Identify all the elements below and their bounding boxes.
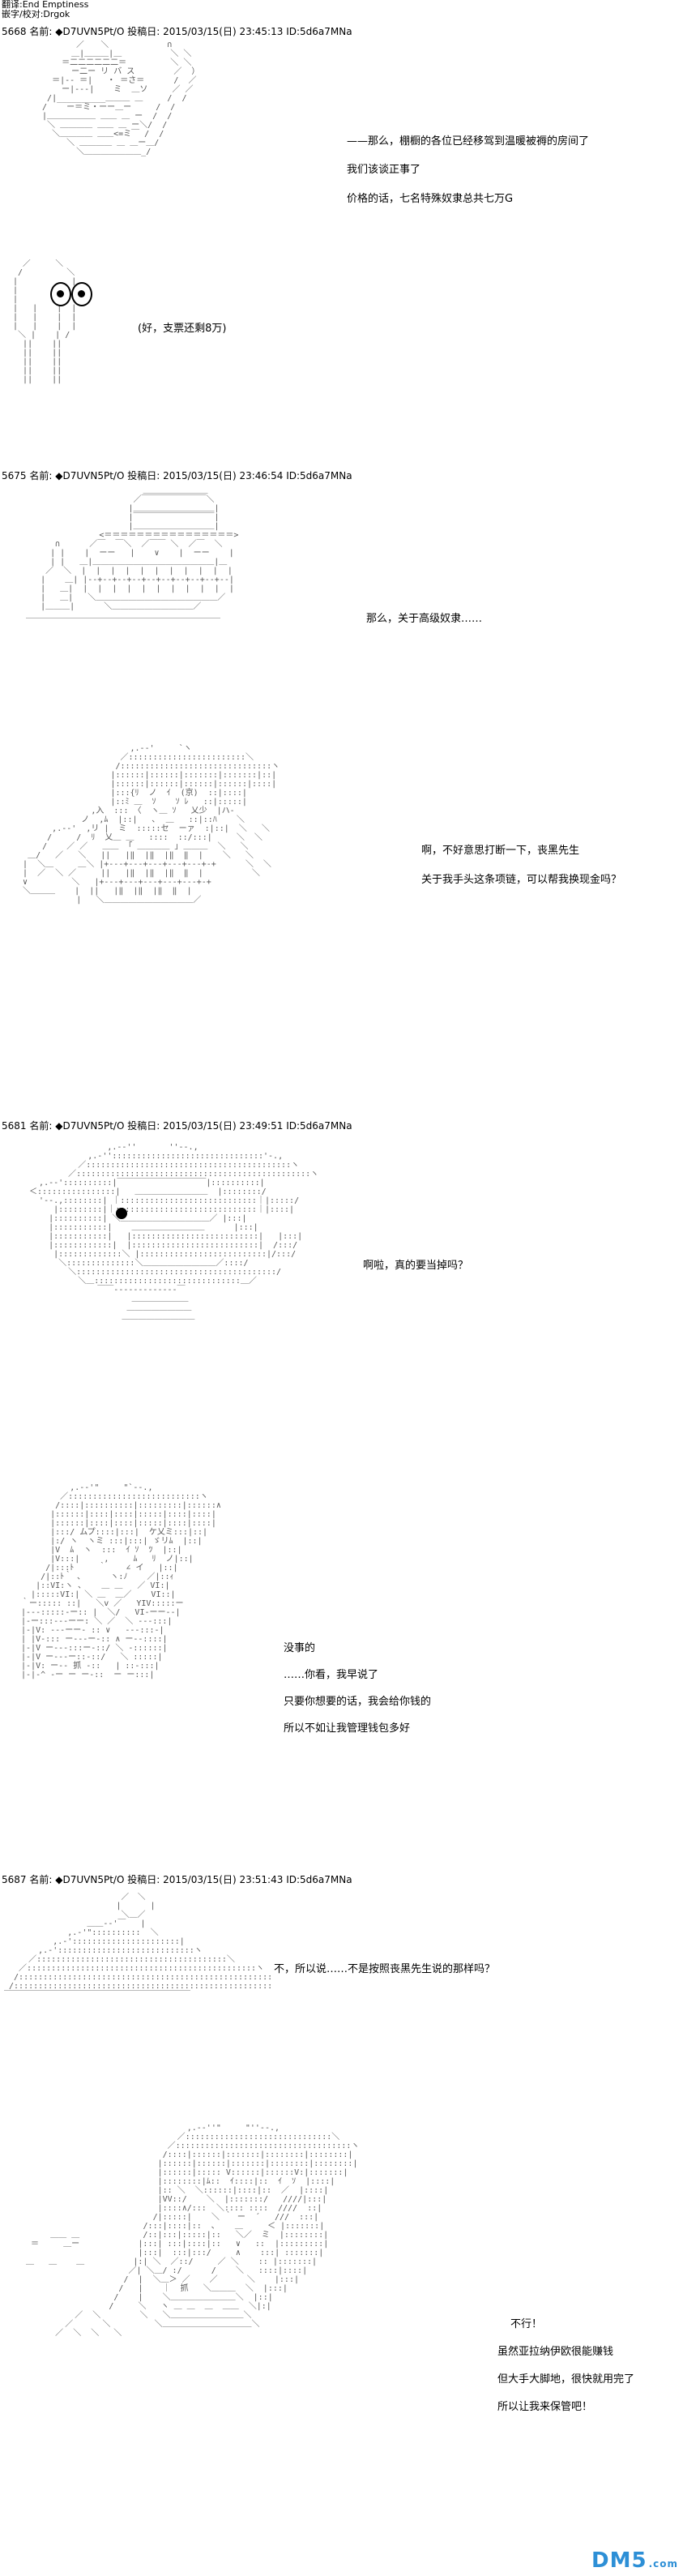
post-author: D7UVN5Pt/O — [55, 1874, 124, 1885]
dialogue-line: (好，支票还剩8万) — [138, 323, 227, 335]
watermark-brand: DM5 — [591, 2548, 647, 2573]
credits: 翻译:End Emptiness 嵌字/校对:Drgok — [2, 0, 88, 19]
watermark-tld: .com — [648, 2558, 678, 2570]
dialogue-line: 但大手大脚地，很快就用完了 — [497, 2373, 635, 2386]
posted-label: 投稿日: — [127, 1874, 160, 1885]
posted-label: 投稿日: — [127, 470, 160, 481]
ascii-art-hat-surprised: ,.-‐''￣￣￣￣''‐-., ,.-''::::::::::::::::::… — [29, 1143, 319, 1321]
post-author: D7UVN5Pt/O — [55, 26, 124, 37]
dialogue-line: 虽然亚拉纳伊欧很能赚钱 — [497, 2346, 614, 2358]
name-label: 名前: — [29, 470, 53, 481]
dialogue-line: ——那么，棚橱的各位已经移驾到温暖被褥的房间了 — [347, 135, 590, 148]
dialogue-line: 我们该谈正事了 — [347, 164, 421, 176]
dialogue-line: 价格的话，七名特殊奴隶总共七万G — [347, 193, 514, 205]
eye-icon — [116, 1208, 127, 1219]
dialogue-line: 所以不如让我管理钱包多好 — [284, 1722, 411, 1735]
proofer-credit: 嵌字/校对:Drgok — [2, 9, 70, 19]
post-header: 5681 名前: D7UVN5Pt/O 投稿日: 2015/03/15(日) 2… — [2, 1119, 352, 1132]
post-number: 5687 — [2, 1874, 27, 1885]
dialogue-line: 不行！ — [510, 2318, 543, 2330]
dialogue-line: ……你看，我早说了 — [284, 1669, 379, 1681]
posted-label: 投稿日: — [127, 26, 160, 37]
post-number: 5668 — [2, 26, 27, 37]
dialogue-line: 啊，不好意思打断一下，丧黑先生 — [421, 845, 580, 857]
post-author: D7UVN5Pt/O — [55, 1120, 124, 1132]
dialogue-line: 只要你想要的话，我会给你钱的 — [284, 1696, 432, 1708]
posted-label: 投稿日: — [127, 1120, 160, 1132]
ascii-art-thumbs-up: ／￣￣＼ ∩ ＿|＿＿＿|＿ ＼ ＼ ＝二二二二二二＝ ＼ ＼ ー二ー リ バ … — [42, 41, 200, 156]
ascii-art-girl-pointing: ,.-‐''"￣￣￣"''‐-., ／:::::::::::::::::::::… — [26, 2124, 360, 2338]
ascii-art-thinking: ／￣￣￣＼ / ＼ | | | | | | | | | | | | | | | … — [13, 259, 81, 384]
name-label: 名前: — [29, 26, 53, 37]
dialogue-line: 没事的 — [284, 1642, 316, 1654]
dialogue-line: 所以让我来保管吧！ — [497, 2401, 593, 2413]
dialogue-line: 那么，关于高级奴隶…… — [366, 613, 483, 625]
ascii-art-girl-smiling: ,.-‐'"￣￣￣"`‐-., ／:::::::::::::::::::::::… — [21, 1483, 221, 1680]
name-label: 名前: — [29, 1874, 53, 1885]
eye-icon — [71, 282, 92, 306]
watermark-logo: DM5.com — [591, 2548, 678, 2573]
post-header: 5668 名前: D7UVN5Pt/O 投稿日: 2015/03/15(日) 2… — [2, 24, 352, 38]
post-id: ID:5d6a7MNa — [286, 470, 352, 481]
ascii-art-hat-grin: ＿＿＿＿＿＿＿＿ ／￣￣￣￣￣￣￣￣＼ |＿＿＿＿＿＿＿＿＿＿| |￣￣￣￣￣￣… — [26, 486, 239, 620]
dialogue-line: 不，所以说……不是按照丧黑先生说的那样吗？ — [274, 1963, 496, 1975]
post-header: 5687 名前: D7UVN5Pt/O 投稿日: 2015/03/15(日) 2… — [2, 1872, 352, 1886]
post-datetime: 2015/03/15(日) 23:49:51 — [163, 1120, 284, 1132]
ascii-art-necklace: ,.-‐'￣￣￣`ヽ ／::::::::::::::::::::::::＼ /:… — [23, 744, 280, 905]
post-id: ID:5d6a7MNa — [286, 1874, 352, 1885]
post-datetime: 2015/03/15(日) 23:45:13 — [163, 26, 284, 37]
post-id: ID:5d6a7MNa — [286, 26, 352, 37]
translator-credit: 翻译:End Emptiness — [2, 0, 89, 10]
post-datetime: 2015/03/15(日) 23:46:54 — [163, 470, 284, 481]
name-label: 名前: — [29, 1120, 53, 1132]
post-author: D7UVN5Pt/O — [55, 470, 124, 481]
ascii-art-kneeling: ／￣＼ | | ＼＿／ ＿＿-‐'￣ | ,.-'":::::::::: ＼ ,… — [4, 1893, 271, 2000]
dialogue-line: 关于我手头这条项链，可以帮我换现金吗？ — [421, 874, 622, 886]
post-number: 5681 — [2, 1120, 27, 1132]
eye-icon — [50, 282, 71, 306]
post-number: 5675 — [2, 470, 27, 481]
dialogue-line: 啊啦，真的要当掉吗？ — [363, 1260, 469, 1272]
post-header: 5675 名前: D7UVN5Pt/O 投稿日: 2015/03/15(日) 2… — [2, 469, 352, 482]
post-datetime: 2015/03/15(日) 23:51:43 — [163, 1874, 284, 1885]
post-id: ID:5d6a7MNa — [286, 1120, 352, 1132]
